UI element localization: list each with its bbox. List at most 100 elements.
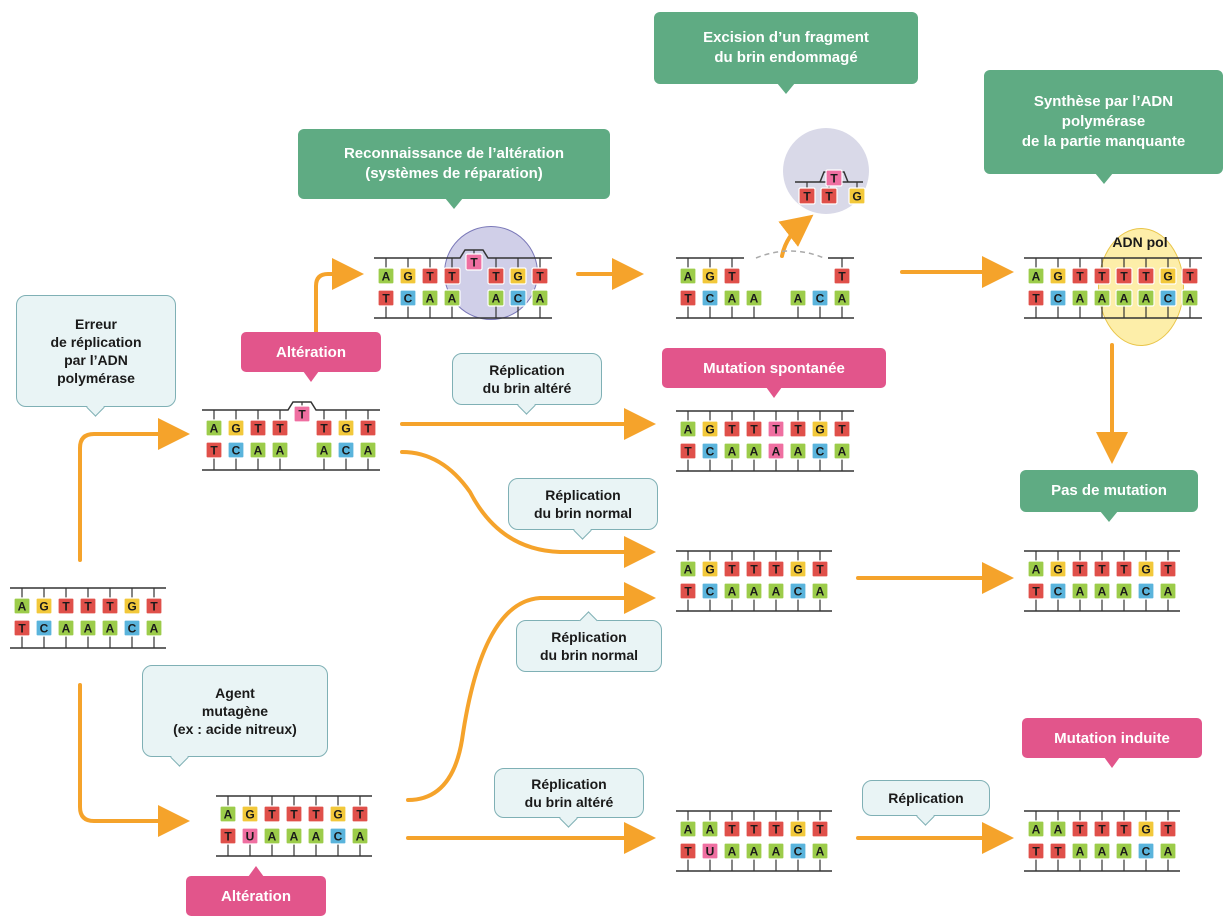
dna-mutation-spontanee-bottom-3: A xyxy=(745,442,763,460)
dna-mutation-spontanee-top-1: G xyxy=(701,420,719,438)
dna-normal-mid-top-4: T xyxy=(767,560,785,578)
dna-altered-bottom-top-5: G xyxy=(329,805,347,823)
svg-text:T: T xyxy=(1142,270,1150,284)
svg-text:T: T xyxy=(62,600,70,614)
svg-text:G: G xyxy=(341,422,350,436)
svg-text:T: T xyxy=(1032,845,1040,859)
dna-altered-top-top-5: T xyxy=(315,419,333,437)
svg-text:A: A xyxy=(684,270,693,284)
rep-brin-altere-2: Réplication du brin altéré xyxy=(494,768,644,818)
svg-text:T: T xyxy=(210,444,218,458)
dna-origin-top-6: T xyxy=(145,597,163,615)
dna-recognition-top-1: G xyxy=(399,267,417,285)
dna-after-replication-top-0: A xyxy=(679,820,697,838)
dna-normal-mid-bottom-3: A xyxy=(745,582,763,600)
svg-text:A: A xyxy=(750,445,759,459)
svg-text:A: A xyxy=(224,808,233,822)
dna-normal-mid-bottom-5: C xyxy=(789,582,807,600)
svg-text:G: G xyxy=(815,423,824,437)
svg-text:T: T xyxy=(684,845,692,859)
dna-pas-de-mutation-bottom-1: C xyxy=(1049,582,1067,600)
svg-text:T: T xyxy=(1098,270,1106,284)
dna-recognition-bottom-7: A xyxy=(531,289,549,307)
svg-text:T: T xyxy=(382,292,390,306)
svg-text:A: A xyxy=(364,444,373,458)
dna-normal-mid-top-2: T xyxy=(723,560,741,578)
dna-recognition-top-2: T xyxy=(421,267,439,285)
svg-text:T: T xyxy=(1098,563,1106,577)
dna-synthesis-bottom-0: T xyxy=(1027,289,1045,307)
svg-text:A: A xyxy=(1164,585,1173,599)
svg-text:G: G xyxy=(513,270,522,284)
svg-text:T: T xyxy=(106,600,114,614)
svg-text:T: T xyxy=(830,172,838,186)
svg-text:G: G xyxy=(705,563,714,577)
dna-mutation-induite-bottom-2: A xyxy=(1071,842,1089,860)
svg-text:T: T xyxy=(825,190,833,204)
dna-origin-top-0: A xyxy=(13,597,31,615)
fragment-base-T-1: T xyxy=(820,187,838,205)
svg-text:C: C xyxy=(404,292,413,306)
dna-origin-top-3: T xyxy=(79,597,97,615)
svg-text:T: T xyxy=(150,600,158,614)
dna-excision-bottom-6: C xyxy=(811,289,829,307)
svg-text:T: T xyxy=(816,823,824,837)
arrow-alt-top-to-normal xyxy=(400,450,656,568)
svg-text:A: A xyxy=(1142,292,1151,306)
dna-recognition-bottom-1: C xyxy=(399,289,417,307)
svg-text:G: G xyxy=(705,270,714,284)
svg-text:T: T xyxy=(1098,823,1106,837)
dna-recognition-top-7: T xyxy=(531,267,549,285)
svg-text:A: A xyxy=(728,585,737,599)
dna-mutation-spontanee-bottom-7: A xyxy=(833,442,851,460)
svg-text:T: T xyxy=(254,422,262,436)
agent-mutagene-bubble: Agent mutagène (ex : acide nitreux) xyxy=(142,665,328,757)
arrow-origin-to-alt-top xyxy=(78,418,190,562)
svg-text:T: T xyxy=(1164,563,1172,577)
dna-synthesis-top-2: T xyxy=(1071,267,1089,285)
svg-text:C: C xyxy=(1142,845,1151,859)
dna-origin-bottom-3: A xyxy=(79,619,97,637)
dna-mutation-induite-top-3: T xyxy=(1093,820,1111,838)
dna-pas-de-mutation-bottom-2: A xyxy=(1071,582,1089,600)
dna-mutation-induite-top-6: T xyxy=(1159,820,1177,838)
dna-recognition-bottom-2: A xyxy=(421,289,439,307)
dna-synthesis-bottom-7: A xyxy=(1181,289,1199,307)
dna-mutation-induite-bottom-3: A xyxy=(1093,842,1111,860)
dna-mutation-induite-top-1: A xyxy=(1049,820,1067,838)
svg-text:A: A xyxy=(750,845,759,859)
dna-altered-top-bottom-7: A xyxy=(359,441,377,459)
svg-text:T: T xyxy=(1120,563,1128,577)
dna-excision-top-0: A xyxy=(679,267,697,285)
svg-text:T: T xyxy=(320,422,328,436)
dna-origin-top-1: G xyxy=(35,597,53,615)
svg-text:A: A xyxy=(794,292,803,306)
svg-text:C: C xyxy=(232,444,241,458)
dna-mutation-induite-bottom-1: T xyxy=(1049,842,1067,860)
svg-text:T: T xyxy=(750,823,758,837)
dna-recognition-bottom-3: A xyxy=(443,289,461,307)
svg-text:C: C xyxy=(514,292,523,306)
svg-text:A: A xyxy=(838,292,847,306)
svg-text:T: T xyxy=(290,808,298,822)
svg-text:C: C xyxy=(128,622,137,636)
svg-text:T: T xyxy=(684,445,692,459)
reconnaissance-label: Reconnaissance de l’altération (systèmes… xyxy=(298,129,610,209)
svg-text:C: C xyxy=(1164,292,1173,306)
svg-text:T: T xyxy=(838,270,846,284)
svg-text:T: T xyxy=(1164,823,1172,837)
svg-text:A: A xyxy=(772,845,781,859)
dna-altered-bottom-bottom-2: A xyxy=(263,827,281,845)
svg-text:C: C xyxy=(816,292,825,306)
svg-text:G: G xyxy=(1163,270,1172,284)
svg-text:T: T xyxy=(492,270,500,284)
dna-synthesis-bottom-6: C xyxy=(1159,289,1177,307)
svg-text:A: A xyxy=(536,292,545,306)
dna-mutation-spontanee-top-2: T xyxy=(723,420,741,438)
